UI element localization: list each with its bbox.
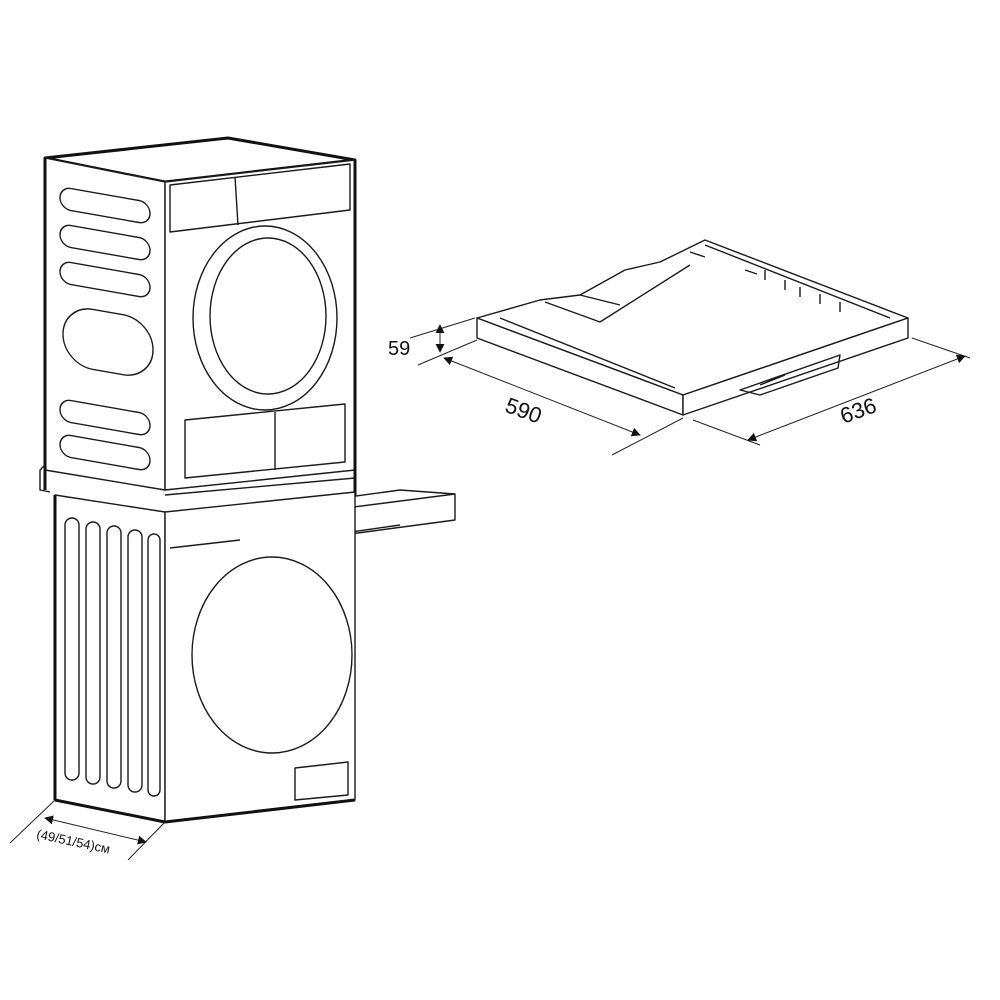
- washer-unit: [53, 477, 356, 824]
- washer-panel: [294, 761, 349, 801]
- washer-side-ribs: [64, 517, 161, 797]
- washer-front: [164, 491, 356, 823]
- dimension-height-label: 59: [388, 338, 411, 360]
- dryer-unit: [39, 136, 357, 500]
- dryer-side: [44, 157, 166, 491]
- pedestal-top: [476, 239, 909, 396]
- pedestal-dimensions: [409, 317, 971, 456]
- stack-depth-dimension: [9, 799, 166, 861]
- dryer-side-vents: [59, 187, 154, 471]
- pedestal-drawing: [476, 239, 909, 416]
- dryer-door: [192, 225, 338, 411]
- washer-door: [191, 556, 353, 754]
